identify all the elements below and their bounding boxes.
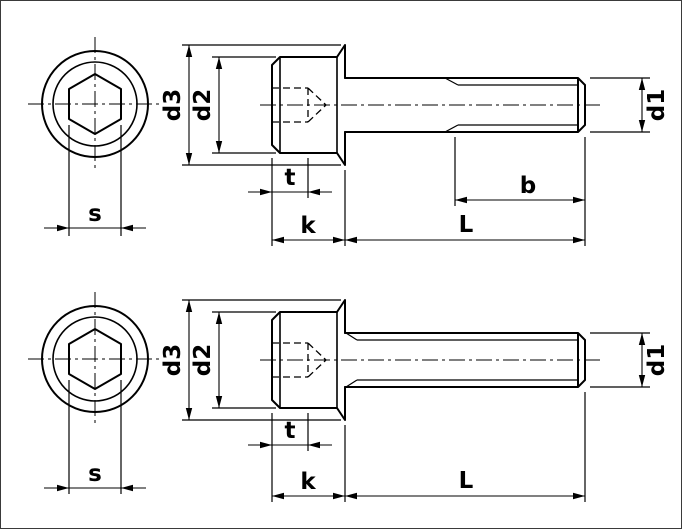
dim-label-s: s xyxy=(88,461,102,487)
bottom-dim-k: k xyxy=(271,413,346,502)
bottom-drawing: s d3 d2 d1 xyxy=(28,292,670,502)
top-dim-b: b xyxy=(454,137,585,206)
hex-socket xyxy=(68,73,122,135)
top-dim-k: k xyxy=(271,158,346,246)
head-edge-lines xyxy=(279,312,338,408)
dim-label-t: t xyxy=(285,418,296,444)
extension-line xyxy=(68,125,122,236)
extension-line xyxy=(271,413,346,502)
dim-label-d3: d3 xyxy=(160,89,186,121)
top-dim-t: t xyxy=(248,158,332,198)
bottom-end-view xyxy=(28,292,162,426)
dim-label-b: b xyxy=(520,173,536,199)
top-end-view xyxy=(28,37,162,171)
hidden-socket-lines xyxy=(272,87,327,123)
head-outline xyxy=(271,299,346,421)
dim-label-d1: d1 xyxy=(644,344,670,376)
dim-label-d3: d3 xyxy=(160,344,186,376)
head-outer-circle xyxy=(41,305,149,413)
thread-lines xyxy=(345,332,578,388)
dim-label-L: L xyxy=(459,468,474,494)
top-dim-d2: d2 xyxy=(190,56,276,154)
extension-line xyxy=(68,380,122,494)
extension-line xyxy=(271,158,346,246)
head-chamfer-circle xyxy=(52,61,138,147)
head-outer-circle xyxy=(41,50,149,158)
bottom-dim-s: s xyxy=(44,380,146,494)
top-dim-d1: d1 xyxy=(590,77,670,133)
thread-lines xyxy=(444,77,578,133)
top-dim-d3: d3 xyxy=(160,44,341,166)
extension-line xyxy=(182,44,341,166)
dim-label-s: s xyxy=(88,201,102,227)
dim-label-k: k xyxy=(300,469,316,495)
bottom-side-view xyxy=(260,299,602,421)
dim-label-d2: d2 xyxy=(190,89,216,121)
bottom-dim-t: t xyxy=(248,413,332,451)
bottom-dim-d1: d1 xyxy=(590,332,670,388)
hidden-socket-lines xyxy=(272,342,327,378)
extension-line xyxy=(212,56,276,154)
head-chamfer-circle xyxy=(52,316,138,402)
shank-outline xyxy=(344,332,586,388)
dim-label-L: L xyxy=(459,212,474,238)
bottom-dim-d3: d3 xyxy=(160,299,341,421)
extension-line xyxy=(212,311,276,409)
dim-label-k: k xyxy=(300,213,316,239)
hex-socket xyxy=(68,328,122,390)
head-outline xyxy=(271,44,346,166)
dim-label-d1: d1 xyxy=(644,89,670,121)
extension-line xyxy=(182,299,341,421)
head-edge-lines xyxy=(279,57,338,153)
top-dim-L: L xyxy=(345,137,586,246)
top-drawing: s d3 d2 d1 xyxy=(28,37,670,246)
dim-label-t: t xyxy=(285,165,296,191)
top-side-view xyxy=(260,44,602,166)
bottom-dim-L: L xyxy=(345,392,586,502)
dim-label-d2: d2 xyxy=(190,344,216,376)
bottom-dim-d2: d2 xyxy=(190,311,276,409)
top-dim-s: s xyxy=(44,125,146,236)
shank-outline xyxy=(344,77,586,133)
